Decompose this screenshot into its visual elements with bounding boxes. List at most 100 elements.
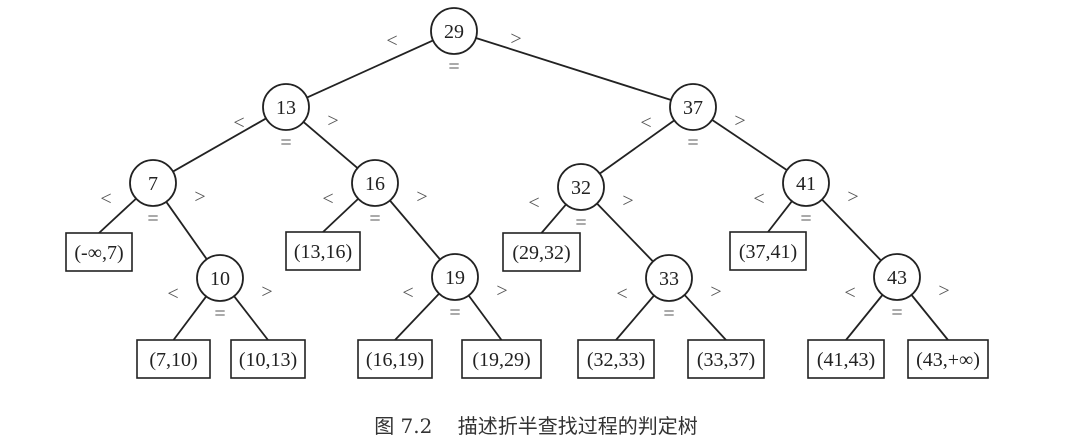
equal-label: = [800,208,811,230]
equal-label: = [449,302,460,324]
leaf-box [65,232,133,272]
leaf-interval-L4: (13,16) [285,231,361,271]
equal-label: = [663,303,674,325]
leaf-interval-label: (29,32) [512,242,570,264]
leaf-box [577,339,655,379]
less-than-label: < [322,188,333,210]
leaf-interval-L2: (7,10) [136,339,211,379]
node-circle [645,254,693,302]
less-than-label: < [386,30,397,52]
node-circle [431,253,479,301]
less-than-label: < [167,283,178,305]
equal-label: = [280,132,291,154]
leaf-box [461,339,542,379]
tree-node-19: 19 [431,253,479,301]
greater-than-label: > [622,190,633,212]
node-key: 16 [365,173,385,195]
leaf-interval-L5: (16,19) [357,339,433,379]
comparison-labels: <>=<>=<>=<>=<>=<>=<>=<>=<>=<>=<>= [100,28,949,325]
leaf-interval-L12: (43,+∞) [907,339,989,379]
leaf-interval-label: (16,19) [366,349,424,371]
edge-32-L7 [540,203,567,234]
tree-node-33: 33 [645,254,693,302]
leaf-interval-label: (33,37) [697,349,755,371]
node-key: 13 [276,97,296,119]
greater-than-label: > [416,186,427,208]
tree-node-37: 37 [669,83,717,131]
edge-19-L6 [467,294,503,341]
equal-label: = [448,56,459,78]
leaf-box [687,339,765,379]
node-circle [557,163,605,211]
node-circle [430,7,478,55]
leaf-interval-L3: (10,13) [230,339,306,379]
leaf-box [230,339,306,379]
edge-43-L12 [910,294,949,341]
greater-than-label: > [496,280,507,302]
leaf-interval-L6: (19,29) [461,339,542,379]
node-key: 43 [887,267,907,289]
tree-shapes: 29 13 37 7 16 32 41 10 19 33 43 (-∞,7) (7,10) (10,13)… [65,7,989,379]
edge-41-L10 [767,200,793,233]
node-circle [669,83,717,131]
node-key: 33 [659,268,679,290]
edge-41-43 [821,198,882,262]
tree-node-7: 7 [129,159,177,207]
greater-than-label: > [194,186,205,208]
edge-32-33 [596,202,654,263]
edge-10-L2 [172,295,207,341]
greater-than-label: > [510,28,521,50]
leaf-interval-label: (32,33) [587,349,645,371]
tree-node-29: 29 [430,7,478,55]
edge-37-41 [711,119,788,171]
leaf-interval-L8: (32,33) [577,339,655,379]
edge-29-37 [475,37,672,101]
greater-than-label: > [327,110,338,132]
edge-10-L3 [233,295,269,341]
less-than-label: < [402,282,413,304]
tree-node-13: 13 [262,83,310,131]
leaf-box [729,231,807,271]
equal-label: = [575,212,586,234]
node-key: 10 [210,268,230,290]
leaf-interval-label: (7,10) [149,349,197,371]
leaf-interval-label: (-∞,7) [74,242,123,264]
node-circle [351,159,399,207]
tree-node-32: 32 [557,163,605,211]
leaf-interval-label: (10,13) [239,349,297,371]
node-key: 29 [444,21,464,43]
edge-33-L9 [683,294,727,341]
equal-label: = [891,302,902,324]
node-key: 41 [796,173,816,195]
less-than-label: < [616,283,627,305]
edge-33-L8 [615,294,655,341]
tree-node-43: 43 [873,253,921,301]
node-circle [782,159,830,207]
leaf-box [285,231,361,271]
edge-16-19 [389,199,441,261]
leaf-interval-L1: (-∞,7) [65,232,133,272]
equal-label: = [687,132,698,154]
leaf-box [807,339,885,379]
edges [98,37,949,341]
less-than-label: < [233,112,244,134]
node-circle [129,159,177,207]
leaf-interval-label: (43,+∞) [916,349,980,371]
leaf-box [357,339,433,379]
less-than-label: < [100,188,111,210]
tree-node-41: 41 [782,159,830,207]
leaf-interval-label: (19,29) [472,349,530,371]
equal-label: = [214,303,225,325]
leaf-interval-L10: (37,41) [729,231,807,271]
node-key: 32 [571,177,591,199]
node-key: 7 [148,173,158,195]
node-circle [262,83,310,131]
leaf-box [502,232,581,272]
edge-29-13 [306,39,434,99]
node-circle [196,254,244,302]
leaf-interval-L7: (29,32) [502,232,581,272]
edge-16-L4 [322,198,359,233]
edge-37-32 [599,119,675,175]
greater-than-label: > [710,281,721,303]
